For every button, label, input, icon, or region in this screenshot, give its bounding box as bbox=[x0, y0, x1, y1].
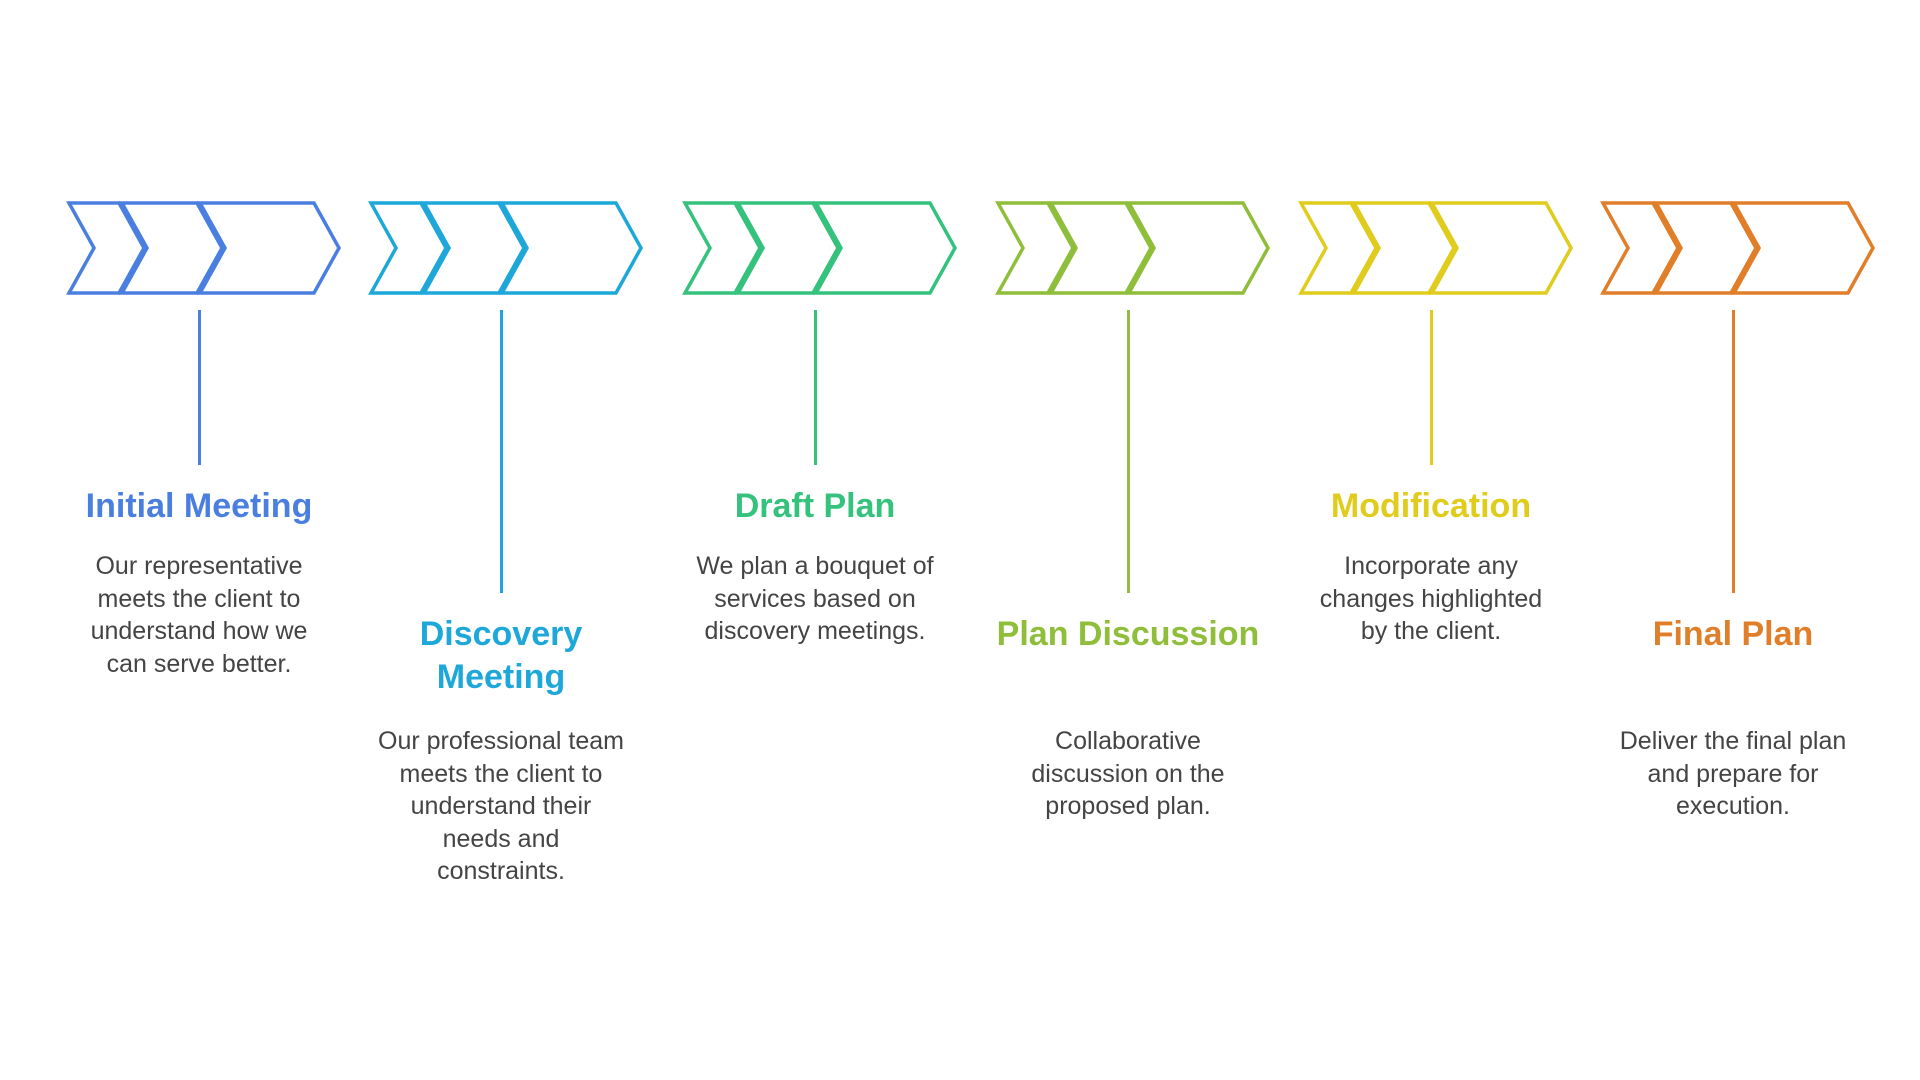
stage-description: Deliver the final plan and prepare for e… bbox=[1619, 727, 1847, 820]
connector-line bbox=[1732, 310, 1735, 593]
chevron-group bbox=[1600, 201, 1876, 295]
chevron-group bbox=[1298, 201, 1574, 295]
stage-description: We plan a bouquet of services based on d… bbox=[696, 552, 934, 645]
stage-description: Collaborative discussion on the proposed… bbox=[1031, 727, 1225, 820]
stage-title: Final Plan bbox=[1652, 615, 1814, 653]
connector-line bbox=[1127, 310, 1130, 593]
stage-title: Draft Plan bbox=[734, 487, 896, 525]
stage-draft-plan: Draft Plan We plan a bouquet of services… bbox=[665, 0, 965, 1080]
chevron-group bbox=[995, 201, 1271, 295]
chevron-arrows-icon bbox=[995, 201, 1271, 295]
connector-line bbox=[814, 310, 817, 465]
chevron-arrows-icon bbox=[682, 201, 958, 295]
stage-modification: Modification Incorporate any changes hig… bbox=[1281, 0, 1581, 1080]
stage-plan-discussion: Plan Discussion Collaborative discussion… bbox=[978, 0, 1278, 1080]
stage-title: Modification bbox=[1330, 487, 1532, 525]
stage-description: Our professional team meets the client t… bbox=[378, 727, 624, 885]
stage-description: Our representative meets the client to u… bbox=[90, 552, 308, 678]
stage-title: Plan Discussion bbox=[996, 615, 1260, 653]
chevron-arrows-icon bbox=[1298, 201, 1574, 295]
stage-description: Incorporate any changes highlighted by t… bbox=[1319, 552, 1543, 645]
chevron-arrows-icon bbox=[66, 201, 342, 295]
chevron-arrows-icon bbox=[1600, 201, 1876, 295]
chevron-group bbox=[368, 201, 644, 295]
stage-title: Discovery Meeting bbox=[419, 615, 583, 696]
connector-line bbox=[198, 310, 201, 465]
stage-title: Initial Meeting bbox=[85, 487, 313, 525]
stage-initial-meeting: Initial Meeting Our representative meets… bbox=[49, 0, 349, 1080]
connector-line bbox=[1430, 310, 1433, 465]
stage-discovery-meeting: Discovery Meeting Our professional team … bbox=[351, 0, 651, 1080]
chevron-arrows-icon bbox=[368, 201, 644, 295]
chevron-group bbox=[66, 201, 342, 295]
chevron-group bbox=[682, 201, 958, 295]
stage-final-plan: Final Plan Deliver the final plan and pr… bbox=[1583, 0, 1883, 1080]
connector-line bbox=[500, 310, 503, 593]
